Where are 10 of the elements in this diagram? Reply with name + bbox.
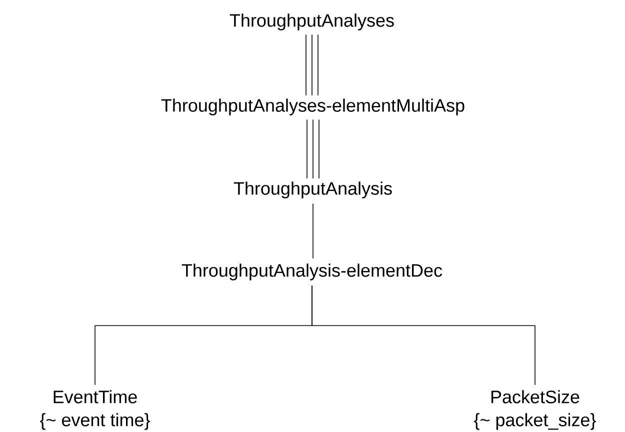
connector-line [312, 203, 314, 259]
node-label: EventTime {~ event time} [40, 390, 150, 430]
node-label: ThroughputAnalysis [234, 182, 392, 198]
node-label: ThroughputAnalyses [230, 14, 394, 30]
node-label: ThroughputAnalyses-elementMultiAsp [161, 98, 464, 116]
connector-line [312, 285, 536, 386]
connector-line [306, 34, 318, 96]
node-label: PacketSize {~ packet_size} [474, 390, 596, 430]
connector-line [306, 119, 320, 179]
node-label: ThroughputAnalysis-elementDec [182, 264, 442, 280]
